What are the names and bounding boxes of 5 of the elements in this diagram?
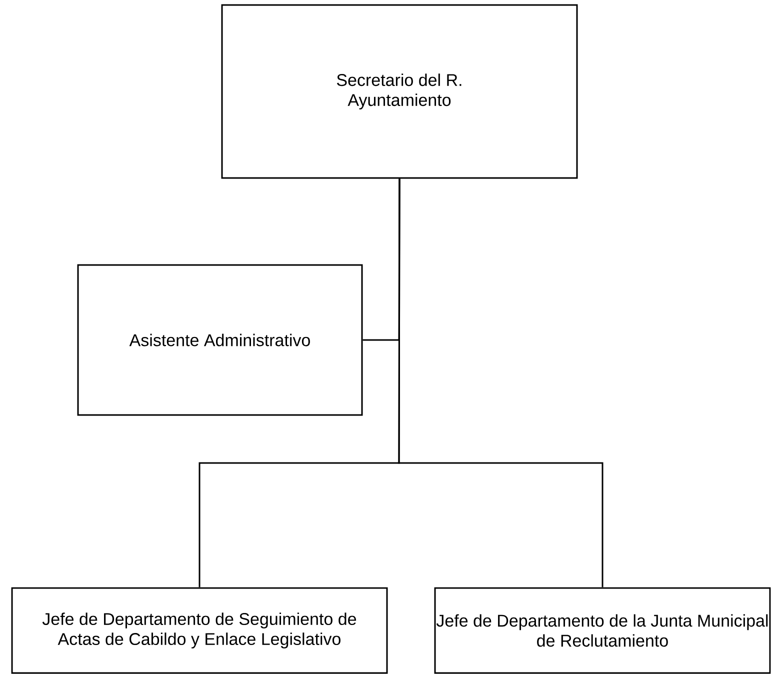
org-box: Jefe de Departamento de Seguimiento de Actas de Cabildo y Enlace Legislativo — [11, 587, 388, 674]
org-box: Jefe de Departamento de la Junta Municipal de Reclutamiento — [434, 587, 771, 674]
org-box: Secretario del R. Ayuntamiento — [221, 4, 578, 179]
connector-line — [398, 178, 604, 588]
org-box: Asistente Administrativo — [77, 264, 363, 416]
